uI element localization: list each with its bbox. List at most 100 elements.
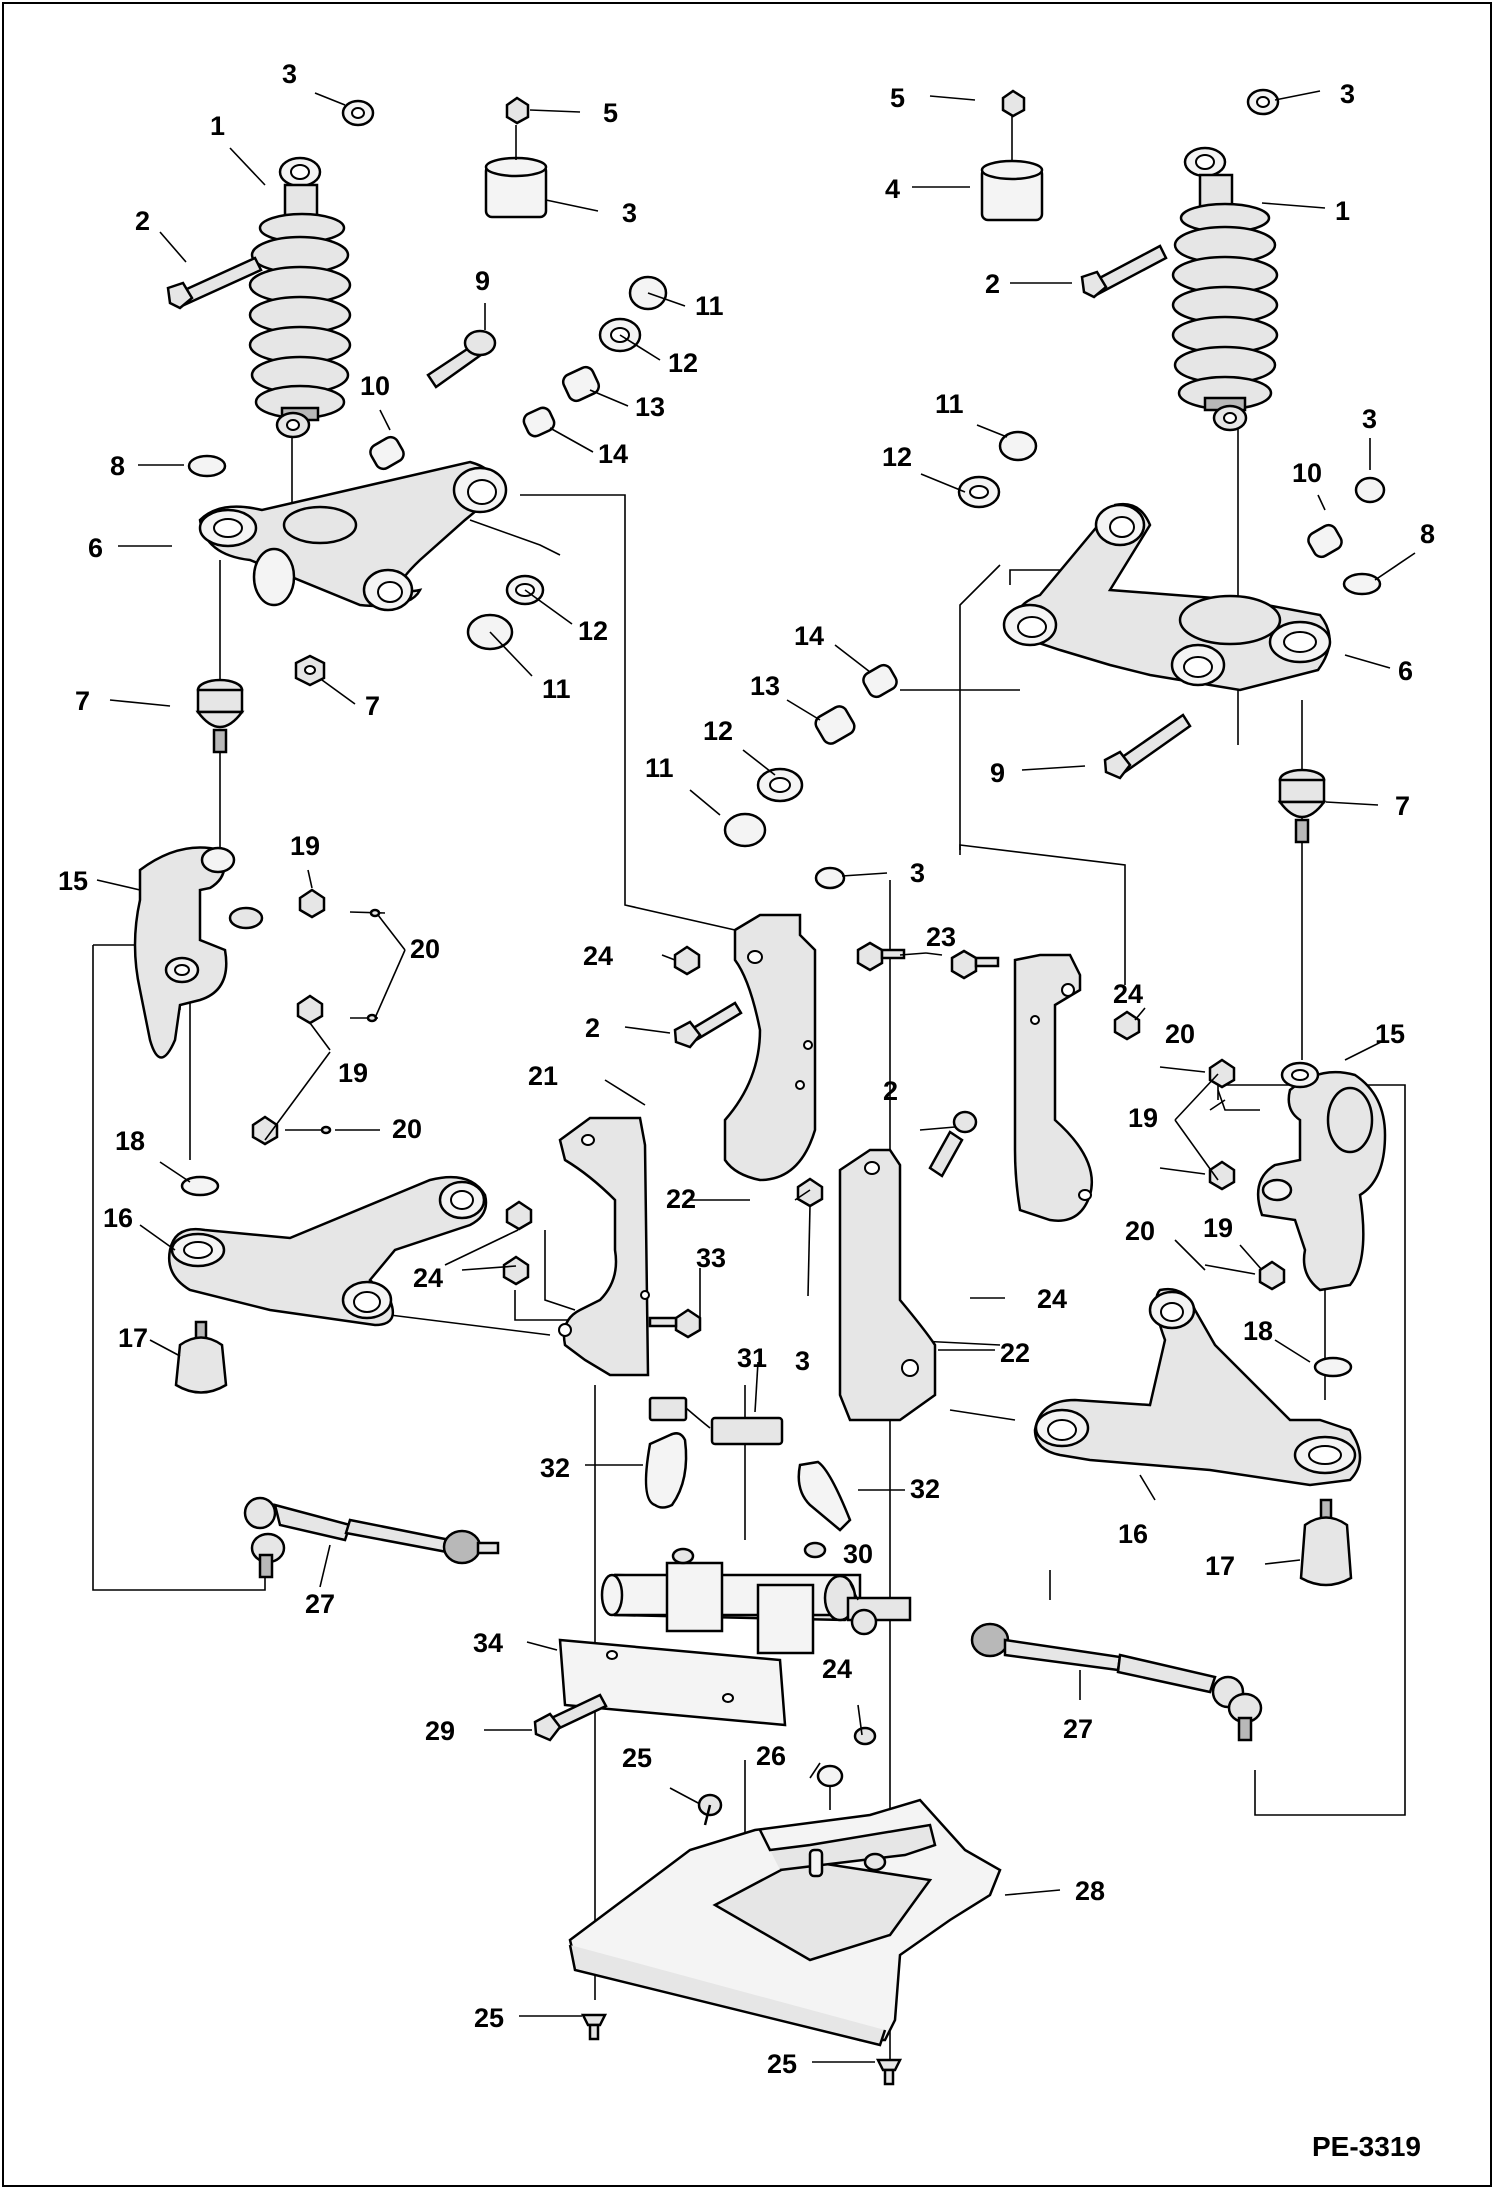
callout-label: 34 <box>473 1628 503 1658</box>
lower-left-frame-bracket-21 <box>502 1116 702 1377</box>
callout-label: 13 <box>750 671 780 701</box>
callout-label: 7 <box>365 691 380 721</box>
callout-label: 26 <box>756 1741 786 1771</box>
right-lower-snap-ring <box>1313 1356 1353 1378</box>
callout-label: 5 <box>603 98 618 128</box>
callout-label: 25 <box>767 2049 797 2079</box>
callout-label: 10 <box>360 371 390 401</box>
callout-label: 9 <box>990 758 1005 788</box>
mount-plate-34 <box>533 1638 787 1742</box>
callout-label: 31 <box>737 1343 767 1373</box>
callout-label: 33 <box>696 1243 726 1273</box>
right-upper-ball-joint <box>1277 768 1327 844</box>
callout-label: 19 <box>1203 1213 1233 1243</box>
callout-label: 15 <box>1375 1019 1405 1049</box>
callout-label: 21 <box>528 1061 558 1091</box>
callout-label: 11 <box>695 291 724 321</box>
right-upper-control-arm <box>1002 502 1332 692</box>
right-spindle-knuckle <box>1256 1061 1387 1292</box>
callout-label: 11 <box>645 753 674 783</box>
skid-plate-28 <box>568 1726 1002 2047</box>
callout-label: 2 <box>135 206 150 236</box>
right-arm-bolt-9 <box>1103 713 1192 780</box>
callout-label: 16 <box>1118 1519 1148 1549</box>
left-coilover-shock <box>248 156 352 439</box>
callout-label: 11 <box>935 389 964 419</box>
center-bolts-and-nuts <box>673 941 1141 1208</box>
callout-label: 8 <box>110 451 125 481</box>
callout-label: 9 <box>475 266 490 296</box>
left-upper-ball-joint <box>195 678 245 754</box>
callout-label: 6 <box>88 533 103 563</box>
callout-label: 4 <box>885 174 900 204</box>
callout-label: 22 <box>666 1184 696 1214</box>
callout-label: 5 <box>890 83 905 113</box>
callout-label: 7 <box>1395 791 1410 821</box>
callout-label: 1 <box>210 111 225 141</box>
callout-label: 23 <box>926 922 956 952</box>
right-upper-arm-bushings <box>723 430 1386 848</box>
callout-label: 24 <box>583 941 613 971</box>
callout-label: 28 <box>1075 1876 1105 1906</box>
callout-label: 3 <box>1340 79 1355 109</box>
callout-label: 3 <box>795 1346 810 1376</box>
right-bump-stop <box>980 89 1044 222</box>
steering-cylinder <box>600 1541 912 1655</box>
right-coilover-shock <box>1171 146 1279 432</box>
right-lower-ball-joint <box>1299 1498 1353 1587</box>
callout-label: 17 <box>118 1323 148 1353</box>
callout-label: 3 <box>1362 404 1377 434</box>
skid-plate-screws <box>580 2013 903 2086</box>
callout-label: 17 <box>1205 1551 1235 1581</box>
callout-label: 20 <box>1125 1216 1155 1246</box>
callout-label: 27 <box>1063 1714 1093 1744</box>
right-shock-bolt <box>1080 244 1168 299</box>
left-castle-nuts-and-pins <box>251 888 386 1146</box>
callout-label: 8 <box>1420 519 1435 549</box>
callout-label: 18 <box>115 1126 145 1156</box>
right-tie-rod-assembly <box>970 1622 1263 1742</box>
callout-label: 10 <box>1292 458 1322 488</box>
right-lower-control-arm <box>1033 1287 1362 1487</box>
callout-labels: 1 2 3 5 3 9 10 11 12 13 14 8 6 12 11 7 7… <box>58 59 1435 2079</box>
upper-left-frame-bracket <box>723 866 846 1182</box>
left-tie-rod-assembly <box>243 1496 500 1579</box>
callout-label: 24 <box>1113 979 1143 1009</box>
callout-label: 20 <box>1165 1019 1195 1049</box>
callout-label: 2 <box>883 1076 898 1106</box>
callout-label: 1 <box>1335 196 1350 226</box>
callout-label: 18 <box>1243 1316 1273 1346</box>
right-shock-top-nut <box>1246 88 1280 116</box>
callout-label: 27 <box>305 1589 335 1619</box>
cable-ties <box>644 1432 852 1532</box>
callout-label: 13 <box>635 392 665 422</box>
callout-label: 14 <box>598 439 628 469</box>
right-upper-frame-bracket <box>1013 953 1094 1222</box>
wiring-connector <box>648 1396 784 1446</box>
left-arm-nut-3 <box>294 654 326 687</box>
left-upper-control-arm <box>198 460 508 612</box>
lower-right-frame-bracket-22 <box>838 1148 937 1422</box>
left-shock-top-nut <box>341 99 375 127</box>
callout-label: 7 <box>75 686 90 716</box>
callout-label: 19 <box>290 831 320 861</box>
callout-label: 25 <box>622 1743 652 1773</box>
callout-label: 32 <box>910 1474 940 1504</box>
callout-label: 12 <box>668 348 698 378</box>
callout-label: 2 <box>585 1013 600 1043</box>
callout-label: 32 <box>540 1453 570 1483</box>
left-lower-ball-joint <box>174 1320 228 1394</box>
callout-label: 3 <box>622 198 637 228</box>
callout-label: 29 <box>425 1716 455 1746</box>
callout-label: 24 <box>822 1654 852 1684</box>
callout-label: 12 <box>882 442 912 472</box>
callout-label: 2 <box>985 269 1000 299</box>
callout-label: 19 <box>1128 1103 1158 1133</box>
callout-label: 20 <box>410 934 440 964</box>
callout-label: 6 <box>1398 656 1413 686</box>
callout-label: 12 <box>578 616 608 646</box>
callout-label: 15 <box>58 866 88 896</box>
right-castle-nuts-and-pins <box>1159 1058 1286 1291</box>
callout-label: 3 <box>282 59 297 89</box>
